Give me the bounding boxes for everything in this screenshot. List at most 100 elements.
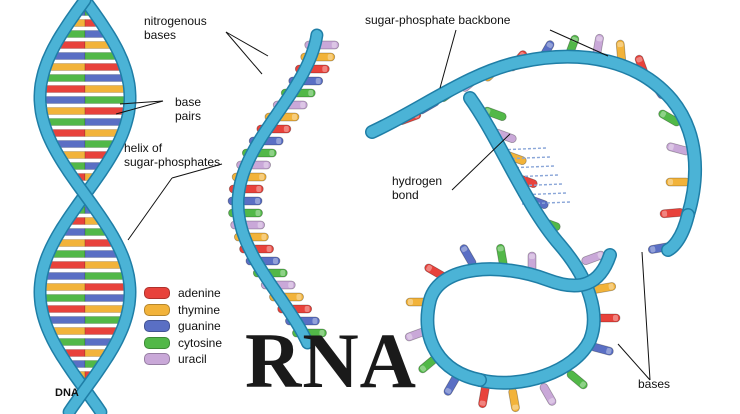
legend-swatch bbox=[144, 336, 170, 349]
single-strand-base-cap bbox=[296, 294, 302, 300]
single-strand-base-cap bbox=[304, 306, 310, 312]
leader-line bbox=[617, 343, 651, 381]
rna-base-cap bbox=[529, 254, 535, 259]
base-legend: adenine thymine guanine cytosine uracil bbox=[144, 285, 222, 368]
rna-base-cap bbox=[660, 111, 667, 118]
rna-base bbox=[478, 383, 490, 409]
rna-base-cap bbox=[546, 42, 553, 49]
rna-base-cap bbox=[668, 179, 673, 185]
legend-item: cytosine bbox=[144, 335, 222, 352]
single-strand-base-cap bbox=[331, 42, 337, 48]
dna-base bbox=[39, 283, 86, 291]
rna-base-cap bbox=[617, 41, 624, 48]
single-strand-base-cap bbox=[327, 54, 333, 60]
single-strand-base-cap bbox=[272, 258, 278, 264]
dna-strand-b bbox=[35, 0, 136, 414]
rna-base bbox=[508, 387, 520, 413]
legend-label: uracil bbox=[178, 352, 207, 367]
rna-base-cap bbox=[512, 404, 519, 410]
single-strand-base-cap bbox=[257, 222, 263, 228]
rna-base-cap bbox=[497, 246, 504, 252]
leader-line bbox=[127, 177, 173, 241]
rna-base-cap bbox=[406, 333, 413, 340]
rna-base bbox=[539, 383, 557, 406]
single-strand-base-cap bbox=[291, 114, 297, 120]
rna-base-cap bbox=[661, 210, 668, 217]
rna-base-cap bbox=[408, 299, 413, 305]
leader-line bbox=[225, 31, 263, 75]
rna-base-cap bbox=[461, 246, 468, 253]
single-strand-base-cap bbox=[322, 66, 328, 72]
legend-label: guanine bbox=[178, 319, 221, 334]
single-strand-base-cap bbox=[263, 162, 269, 168]
rna-base bbox=[581, 250, 606, 266]
single-strand-base-cap bbox=[288, 282, 294, 288]
leader-line bbox=[549, 29, 609, 57]
rna-backbone-segment-0 bbox=[366, 51, 701, 221]
hydrogen-bond-line bbox=[505, 165, 555, 169]
single-strand-base-cap bbox=[266, 246, 272, 252]
single-strand-base-cap bbox=[312, 318, 318, 324]
leader-line bbox=[641, 251, 651, 381]
label-helix: helix of sugar-phosphates bbox=[124, 141, 221, 169]
legend-swatch bbox=[144, 320, 170, 333]
single-strand-base-cap bbox=[280, 270, 286, 276]
rna-base-cap bbox=[548, 397, 555, 404]
legend-label: adenine bbox=[178, 286, 221, 301]
label-base-pairs: base pairs bbox=[175, 95, 202, 123]
label-bases: bases bbox=[638, 377, 671, 391]
single-strand-base-cap bbox=[283, 126, 289, 132]
legend-label: cytosine bbox=[178, 335, 223, 350]
rna-base-cap bbox=[668, 143, 674, 151]
single-strand bbox=[232, 30, 322, 348]
legend-item: uracil bbox=[144, 351, 222, 368]
dna-base bbox=[84, 283, 131, 291]
legend-label: thymine bbox=[178, 302, 221, 317]
hydrogen-bond-line bbox=[521, 201, 571, 205]
dna-strand-a bbox=[34, 0, 135, 414]
rna-base bbox=[566, 370, 588, 390]
leader-line bbox=[171, 163, 223, 179]
leader-line bbox=[451, 133, 511, 191]
leader-line bbox=[115, 100, 164, 115]
rna-base bbox=[666, 142, 691, 156]
hydrogen-bond-line bbox=[517, 192, 567, 196]
single-strand-base-cap bbox=[261, 234, 267, 240]
legend-item: adenine bbox=[144, 285, 222, 302]
legend-item: thymine bbox=[144, 302, 222, 319]
rna-base-cap bbox=[596, 36, 603, 42]
legend-item: guanine bbox=[144, 318, 222, 335]
single-strand-base-cap bbox=[300, 102, 306, 108]
single-strand-base-cap bbox=[259, 174, 265, 180]
rna-base bbox=[665, 177, 691, 187]
rna-base-cap bbox=[606, 347, 612, 355]
rna-base-cap bbox=[608, 283, 614, 290]
single-strand-base-cap bbox=[319, 330, 325, 336]
single-strand-base-cap bbox=[255, 198, 261, 204]
rna-base-cap bbox=[597, 252, 604, 259]
hydrogen-bond-line bbox=[513, 183, 563, 187]
rna-backbone-segment-2-edge bbox=[463, 91, 601, 390]
single-strand-base-cap bbox=[255, 210, 261, 216]
rna-base-cap bbox=[613, 315, 618, 321]
rna-base-body bbox=[566, 370, 588, 390]
hydrogen-bond-line bbox=[501, 156, 551, 160]
single-strand-base-cap bbox=[308, 90, 314, 96]
legend-swatch bbox=[144, 287, 170, 300]
single-strand-base-cap bbox=[269, 150, 275, 156]
dna-title: DNA bbox=[55, 387, 79, 399]
rna-base-cap bbox=[636, 56, 643, 63]
rna-title: RNA bbox=[245, 317, 417, 404]
rna-base-cap bbox=[650, 246, 656, 253]
rna-base bbox=[459, 244, 477, 267]
rna-base bbox=[589, 342, 614, 356]
rna-base-cap bbox=[420, 365, 427, 372]
label-backbone: sugar-phosphate backbone bbox=[365, 13, 511, 27]
single-strand-base-cap bbox=[256, 186, 262, 192]
label-nitrogenous-bases: nitrogenous bases bbox=[144, 14, 207, 42]
rna-base-cap bbox=[445, 387, 452, 394]
legend-swatch bbox=[144, 303, 170, 316]
rna-base-cap bbox=[579, 381, 586, 388]
leader-line bbox=[439, 29, 457, 89]
